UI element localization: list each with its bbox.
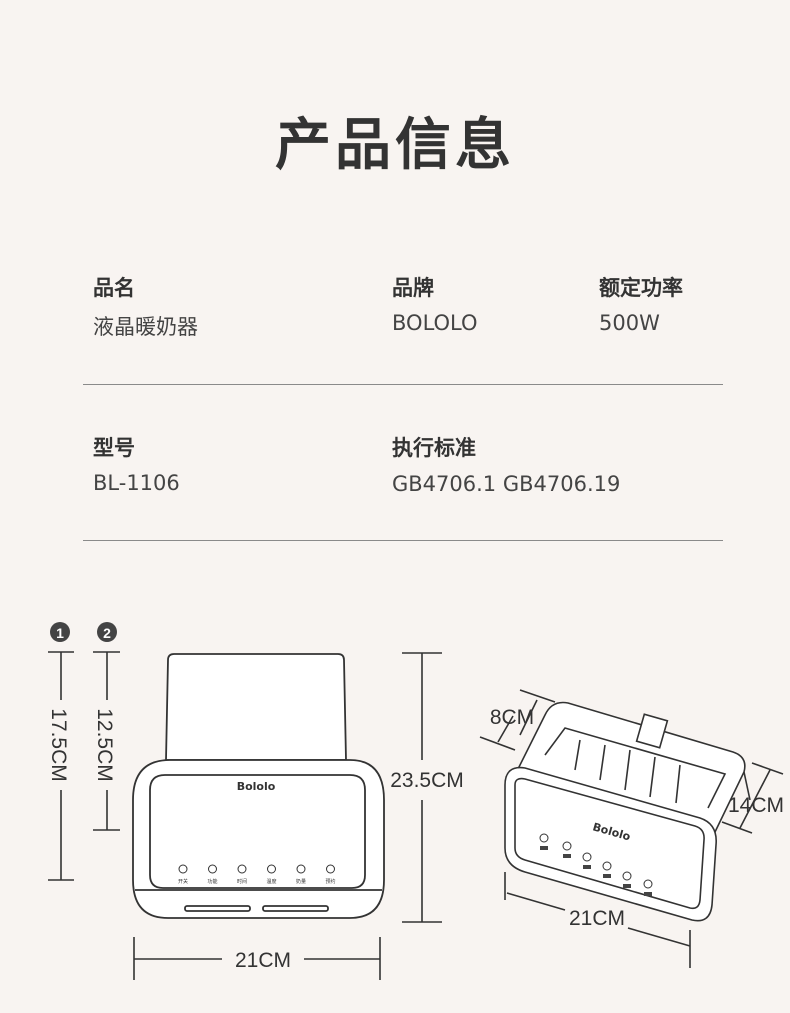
button-icon — [296, 864, 306, 874]
button-icon — [562, 841, 572, 851]
brand-label: 品牌 — [392, 276, 434, 300]
angled-button-6 — [643, 879, 653, 896]
page-title: 产品信息 — [275, 113, 515, 178]
side-width-label: 21CM — [569, 907, 625, 930]
front-button-3: 时间 — [237, 864, 247, 885]
button-label: 开关 — [178, 878, 188, 885]
power-value: 500W — [599, 311, 660, 335]
model-label: 型号 — [93, 436, 135, 460]
button-icon — [178, 864, 188, 874]
dim-2-label: 12.5CM — [93, 708, 116, 782]
marker-2-icon — [97, 622, 117, 642]
button-icon — [643, 879, 653, 889]
standard-label: 执行标准 — [392, 436, 476, 460]
button-label: 预约 — [325, 878, 335, 885]
button-mark — [583, 865, 591, 869]
divider — [83, 540, 723, 541]
button-mark — [563, 854, 571, 858]
angled-button-3 — [582, 852, 592, 869]
front-button-5: 奶量 — [296, 864, 306, 885]
angled-button-1 — [539, 833, 549, 850]
angled-view-device — [479, 689, 784, 968]
marker-1: 1 — [56, 625, 64, 641]
button-label: 奶量 — [296, 878, 306, 885]
front-logo: Bololo — [237, 780, 276, 793]
button-icon — [539, 833, 549, 843]
dim-1-label: 17.5CM — [47, 708, 70, 782]
angled-button-2 — [562, 841, 572, 858]
side-depth-label: 8CM — [490, 706, 534, 729]
brand-value: BOLOLO — [392, 311, 478, 335]
button-label: 温度 — [266, 878, 276, 885]
divider — [83, 384, 723, 385]
button-icon — [326, 864, 335, 874]
button-mark — [623, 884, 631, 888]
model-value: BL-1106 — [93, 471, 180, 495]
name-value: 液晶暖奶器 — [93, 315, 198, 339]
angled-button-5 — [622, 871, 632, 888]
marker-1-icon — [50, 622, 70, 642]
button-icon — [602, 861, 612, 871]
button-mark — [540, 846, 548, 850]
front-button-6: 预约 — [325, 864, 336, 885]
front-button-row: 开关 功能 时间 温度 奶量 预约 — [178, 864, 336, 885]
button-label: 功能 — [207, 878, 217, 885]
button-icon — [582, 852, 592, 862]
button-label: 时间 — [237, 878, 247, 885]
button-icon — [622, 871, 632, 881]
front-button-2: 功能 — [207, 864, 218, 885]
standard-value: GB4706.1 GB4706.19 — [392, 472, 621, 496]
front-button-1: 开关 — [178, 864, 188, 885]
button-icon — [267, 864, 276, 874]
button-mark — [603, 874, 611, 878]
button-icon — [208, 864, 217, 874]
button-mark — [644, 892, 652, 896]
front-height-label: 23.5CM — [390, 769, 464, 792]
front-view-device — [132, 653, 385, 919]
button-icon — [237, 864, 247, 874]
front-width-label: 21CM — [235, 949, 291, 972]
angled-button-row — [539, 833, 653, 896]
front-button-4: 温度 — [266, 864, 277, 885]
power-label: 额定功率 — [599, 276, 683, 300]
side-depth2-label: 14CM — [728, 794, 784, 817]
name-label: 品名 — [93, 276, 135, 300]
marker-2: 2 — [103, 625, 111, 641]
angled-button-4 — [602, 861, 612, 878]
